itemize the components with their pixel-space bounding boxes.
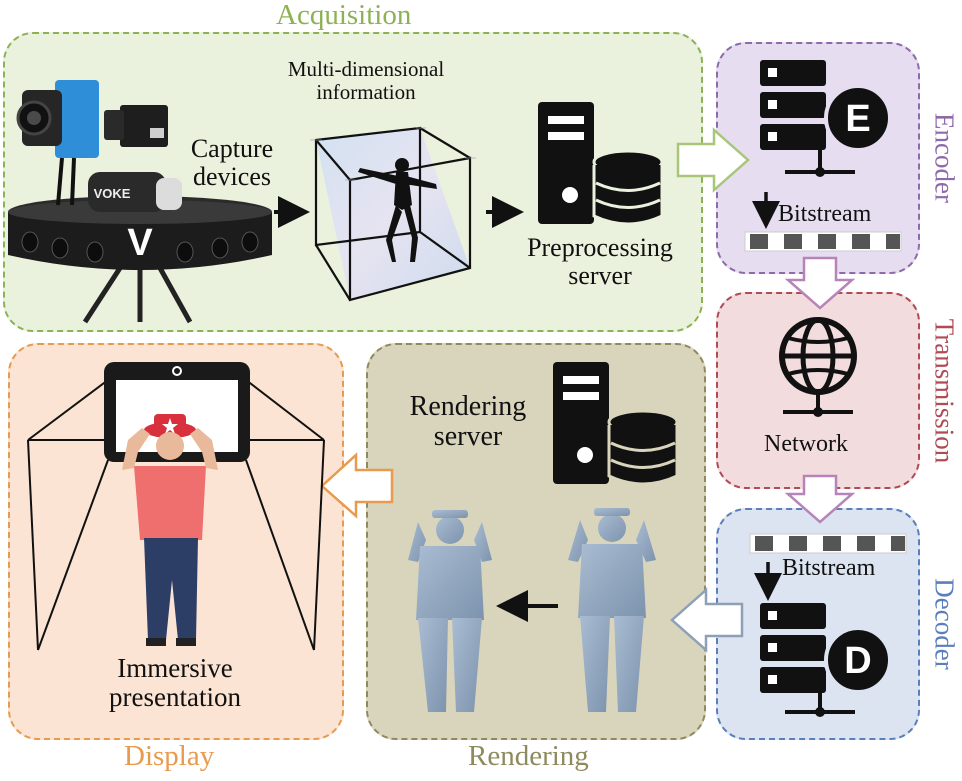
arrow-acquisition-to-encoder	[676, 127, 750, 193]
network-label: Network	[764, 431, 848, 457]
multidimensional-label: Multi-dimensional information	[287, 57, 445, 104]
machine-vision-camera-icon	[104, 105, 168, 147]
arrow-rendering-to-display	[320, 452, 394, 519]
reconstructed-mesh-smooth	[408, 510, 492, 712]
preprocessing-server-label: Preprocessing server	[527, 233, 673, 291]
rendering-title: Rendering	[468, 740, 589, 772]
svg-text:D: D	[844, 640, 871, 682]
capture-devices-label: Capture devices	[190, 134, 274, 192]
rendering-server-label: Rendering server	[409, 391, 527, 453]
rendering-server-icon	[553, 362, 679, 486]
arrow-transmission-to-decoder	[784, 474, 856, 524]
preprocessing-server-icon	[538, 102, 664, 226]
decoder-bitstream-bar	[749, 533, 907, 554]
encoder-bitstream-label: Bitstream	[778, 201, 872, 227]
svg-text:VOKE: VOKE	[94, 186, 131, 201]
encoder-title: Encoder	[929, 113, 960, 203]
svg-text:V: V	[127, 222, 153, 264]
multidimensional-cube-icon	[310, 126, 476, 302]
presented-person-figure	[122, 414, 218, 646]
transmission-title: Transmission	[929, 318, 960, 464]
immersive-presentation-label: Immersive presentation	[109, 653, 241, 713]
decoder-title: Decoder	[929, 578, 960, 670]
decoder-server-icon: D	[760, 603, 892, 717]
projection-frustum	[27, 379, 325, 651]
arrow-encoder-to-transmission	[784, 256, 856, 310]
acquisition-title: Acquisition	[276, 0, 412, 31]
arrow-decoder-to-rendering	[670, 587, 744, 653]
camera-rig-icon: V	[8, 196, 272, 324]
decoder-bitstream-label: Bitstream	[782, 555, 876, 581]
encoder-server-icon: E	[760, 60, 892, 177]
globe-icon	[779, 317, 857, 417]
display-title: Display	[124, 740, 215, 772]
reconstructed-mesh-raw	[568, 508, 656, 712]
svg-text:E: E	[845, 98, 870, 140]
encoder-bitstream-bar	[744, 231, 902, 252]
industrial-camera-icon	[16, 80, 99, 206]
vr-headset-icon: VOKE	[88, 172, 182, 212]
